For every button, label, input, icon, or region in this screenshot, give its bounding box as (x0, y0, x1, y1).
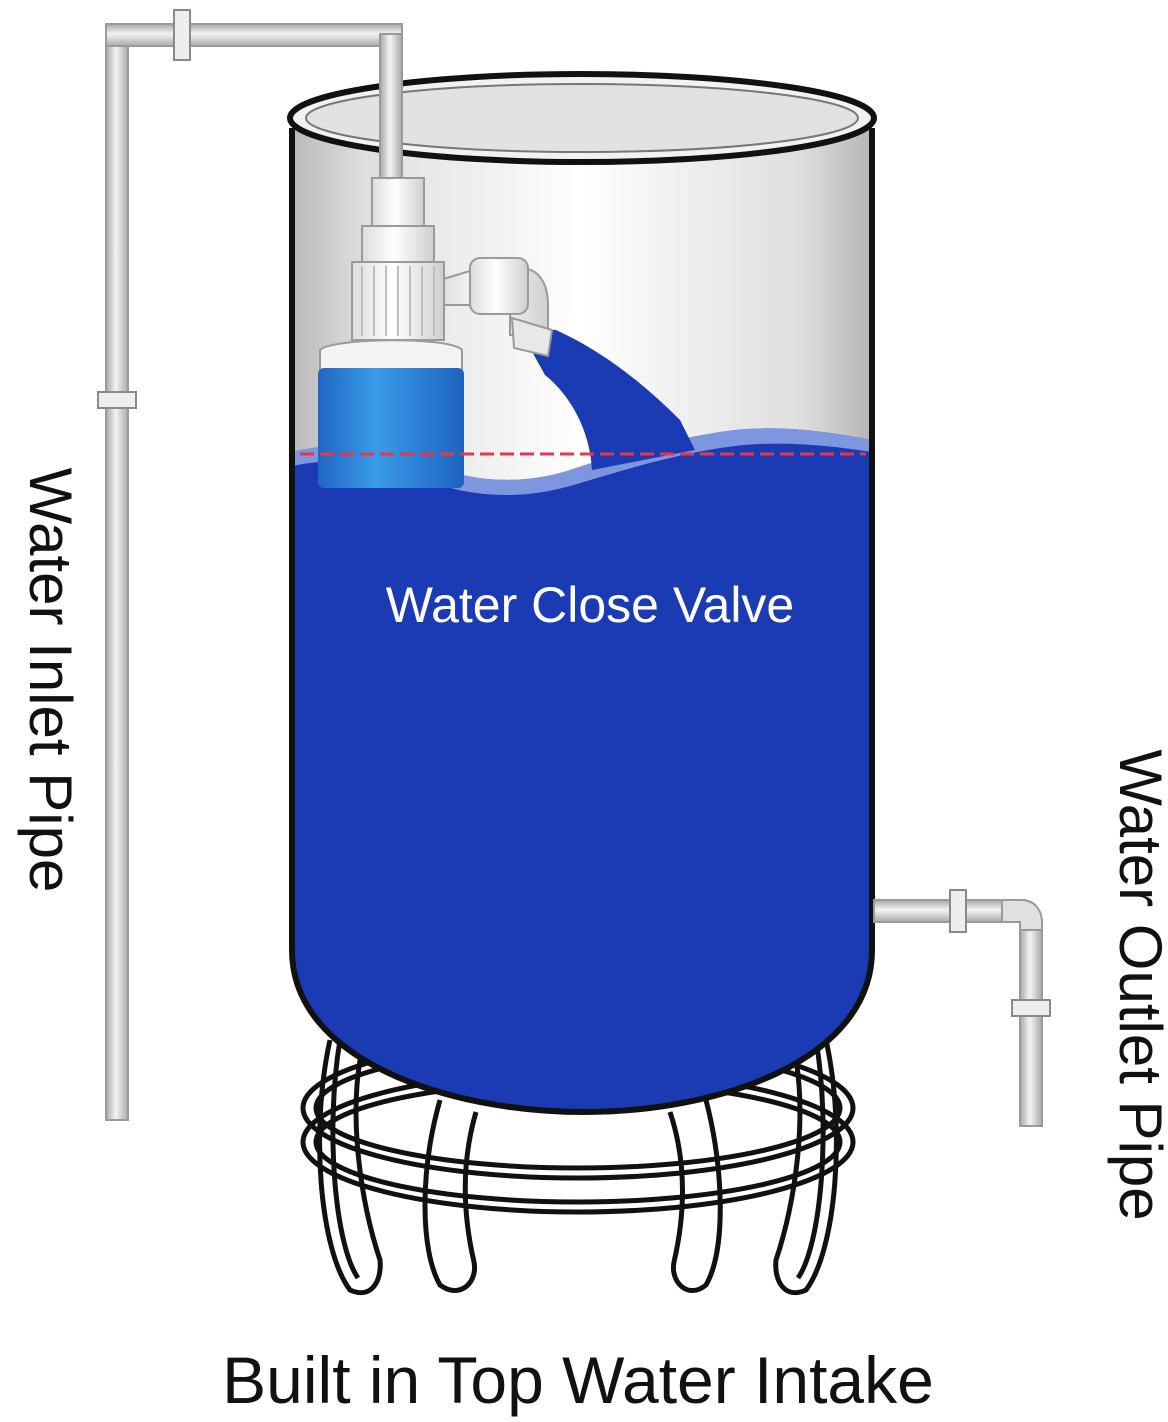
outlet-pipe-label: Water Outlet Pipe (1107, 749, 1168, 1221)
outlet-pipe (873, 889, 1051, 1127)
inlet-pipe-label: Water Inlet Pipe (17, 467, 84, 893)
blue-float (318, 368, 464, 488)
water-stream (520, 330, 695, 470)
caption: Built in Top Water Intake (222, 1343, 934, 1417)
inlet-pipe (97, 9, 403, 1121)
float-valve (318, 177, 695, 488)
valve-label: Water Close Valve (385, 577, 795, 633)
water-body (292, 428, 872, 1112)
